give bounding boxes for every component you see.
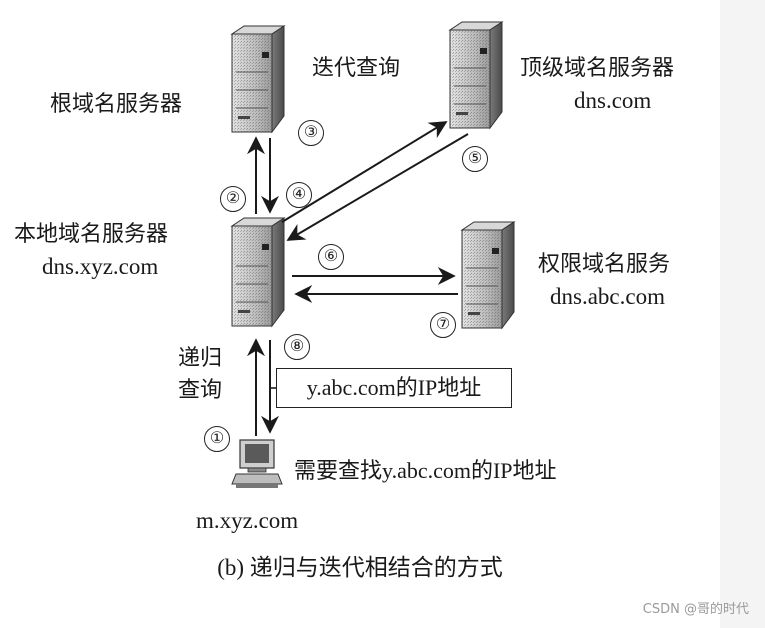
scroll-gutter [720, 0, 765, 628]
tld-server-domain: dns.com [574, 88, 652, 113]
step-7-badge: ⑦ [430, 312, 456, 338]
tld-server-icon [448, 21, 504, 130]
step-1-badge: ① [204, 426, 230, 452]
arrow-step5 [286, 133, 469, 241]
ip-result-box: y.abc.com的IP地址 [276, 368, 512, 408]
figure-caption: (b) 递归与迭代相结合的方式 [217, 555, 503, 580]
host-domain-label: m.xyz.com [196, 508, 299, 533]
authoritative-server-domain: dns.abc.com [550, 284, 665, 309]
step-3-badge: ③ [298, 120, 324, 146]
step-5-badge: ⑤ [462, 146, 488, 172]
step-6-badge: ⑥ [318, 244, 344, 270]
tld-server-label: 顶级域名服务器 [520, 56, 675, 81]
recursive-query-label-line1: 递归 [178, 346, 223, 371]
step-8-badge: ⑧ [284, 334, 310, 360]
local-server-icon [230, 217, 286, 328]
local-server-label: 本地域名服务器 [14, 222, 169, 247]
root-server-icon [230, 25, 286, 134]
host-query-label: 需要查找y.abc.com的IP地址 [294, 458, 557, 483]
iterative-query-label: 迭代查询 [312, 56, 401, 81]
authoritative-server-icon [460, 221, 516, 330]
root-server-label: 根域名服务器 [50, 92, 183, 117]
step-4-badge: ④ [286, 182, 312, 208]
arrow-step3 [281, 121, 448, 223]
authoritative-server-label: 权限域名服务 [538, 252, 671, 277]
csdn-watermark: CSDN @哥的时代 [642, 602, 749, 617]
host-computer-icon [231, 439, 283, 488]
recursive-query-label-line2: 查询 [178, 378, 223, 403]
local-server-domain: dns.xyz.com [42, 254, 159, 279]
step-2-badge: ② [220, 186, 246, 212]
